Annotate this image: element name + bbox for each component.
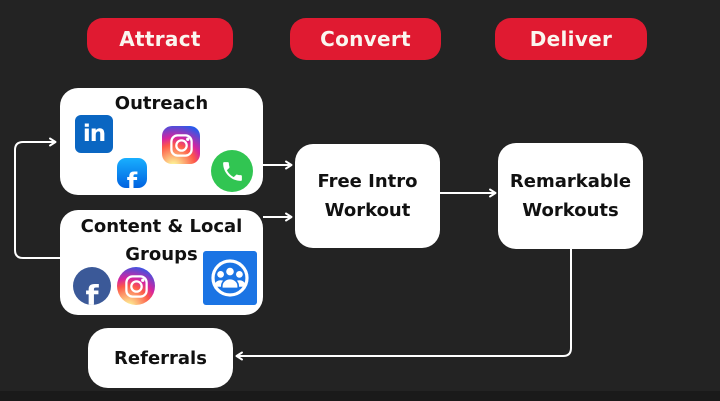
linkedin-glyph: in [82,121,106,147]
camera-glyph [124,274,148,298]
linkedin-icon: in [75,115,113,153]
node-title: Outreach [114,93,209,114]
node-referrals: Referrals [88,328,233,388]
stage-pill-attract: Attract [87,18,233,60]
facebook-glyph: f [85,280,99,306]
facebook-circle-icon: f [73,267,111,305]
node-title-line2: Workouts [522,200,619,221]
node-title-line1: Content & Local [80,216,243,237]
node-free-intro-workout: Free Intro Workout [295,144,440,248]
node-outreach: Outreach in f [60,88,263,195]
bottom-letterbox [0,391,720,401]
facebook-glyph: f [126,168,138,188]
node-title-line2: Workout [324,200,411,221]
phone-handset-glyph [222,161,242,181]
facebook-groups-icon [203,251,257,305]
instagram-icon [162,126,200,164]
connector-content-loop-to-outreach [14,137,60,259]
stage-label: Deliver [529,27,613,51]
stage-pill-deliver: Deliver [495,18,647,60]
node-title-line2: Groups [125,244,198,265]
stage-label: Convert [320,27,411,51]
node-title-line1: Free Intro [317,171,418,192]
phone-icon [211,150,253,192]
camera-glyph [169,133,193,157]
facebook-icon: f [117,158,147,188]
node-title: Referrals [114,347,207,369]
node-title-line1: Remarkable [509,171,632,192]
instagram-circle-icon [117,267,155,305]
stage-pill-convert: Convert [290,18,441,60]
node-content-local-groups: Content & Local Groups f [60,210,263,315]
people-group-glyph [211,259,249,297]
node-remarkable-workouts: Remarkable Workouts [498,143,643,249]
connector-remarkable-to-referrals [235,249,572,361]
stage-label: Attract [119,27,201,51]
